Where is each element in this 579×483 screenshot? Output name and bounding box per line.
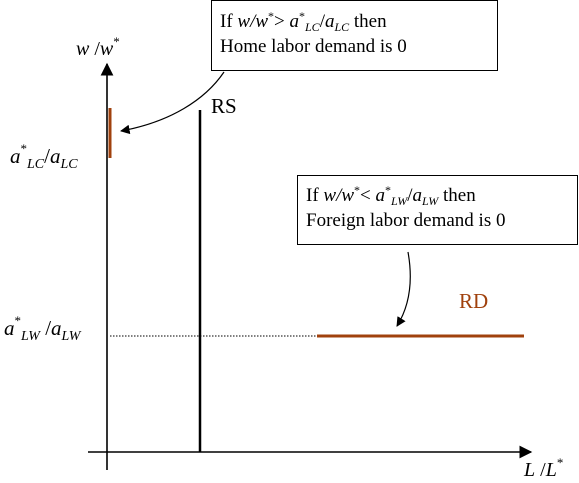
home-callout: If w/w*> a*LC/aLC then Home labor demand… <box>211 0 498 71</box>
lower-level-label: a*LW /aLW <box>4 313 82 344</box>
x-axis-label: L /L* <box>523 455 563 481</box>
home-callout-line2: Home labor demand is 0 <box>220 36 407 57</box>
rd-label: RD <box>459 289 488 313</box>
rs-label: RS <box>211 94 237 118</box>
foreign-callout-line2: Foreign labor demand is 0 <box>306 210 506 231</box>
foreign-callout: If w/w*< a*LW/aLW then Foreign labor dem… <box>297 175 578 245</box>
y-axis-label: w /w* <box>76 34 120 60</box>
foreign-callout-line1: If w/w*< a*LW/aLW then <box>306 183 476 208</box>
upper-level-label: a*LC/aLC <box>10 141 78 172</box>
foreign-callout-arrow <box>396 251 411 327</box>
home-callout-arrow <box>120 71 225 135</box>
home-callout-line1: If w/w*> a*LC/aLC then <box>220 9 387 34</box>
